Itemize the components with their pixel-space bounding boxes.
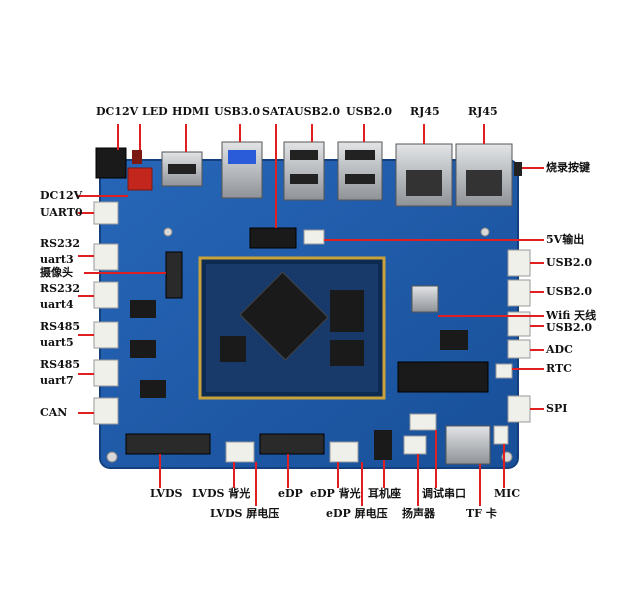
label-dc12v-led: DC12V LED <box>96 105 168 118</box>
burn-button <box>514 162 522 176</box>
label-wifi: Wifi 天线 <box>546 309 597 322</box>
left-ic <box>130 300 156 318</box>
label-uart7: uart7 <box>40 374 74 387</box>
mount-hole <box>163 227 173 237</box>
rs485-uart7-connector <box>93 359 119 387</box>
callout-arrows <box>78 124 544 506</box>
label-usb20-3: USB2.0 <box>546 321 592 334</box>
label-usb30: USB3.0 <box>214 105 260 118</box>
label-speaker: 扬声器 <box>402 507 435 520</box>
label-lvds-backlight: LVDS 背光 <box>192 487 251 500</box>
5v-output-connector <box>303 229 325 245</box>
speaker-connector <box>403 435 427 455</box>
label-uart0: UART0 <box>40 206 83 219</box>
label-rj45-a: RJ45 <box>410 105 440 118</box>
rs232-uart4-connector <box>93 281 119 309</box>
mic-connector <box>493 425 509 445</box>
pmic-chip <box>220 336 246 362</box>
label-debug-uart: 调试串口 <box>422 487 466 500</box>
label-rtc: RTC <box>546 362 572 375</box>
label-uart3: uart3 <box>40 253 74 266</box>
camera-connector <box>165 251 183 299</box>
usb20-port-b-slot <box>345 174 375 184</box>
label-lvds: LVDS <box>150 487 183 500</box>
label-adc: ADC <box>546 343 573 356</box>
usb20-port-b-slot <box>345 150 375 160</box>
can-connector <box>93 397 119 425</box>
label-uart5: uart5 <box>40 336 74 349</box>
rj45-port-a-opening <box>406 170 442 196</box>
label-hdmi: HDMI <box>172 105 210 118</box>
hdmi-port-slot <box>168 164 196 174</box>
label-usb20-1: USB2.0 <box>546 256 592 269</box>
label-lvds-voltage: LVDS 屏电压 <box>210 507 280 520</box>
dc12v-led <box>132 150 142 164</box>
emmc-chip <box>330 340 364 366</box>
lvds-backlight-connector <box>225 441 255 463</box>
label-camera: 摄像头 <box>40 266 73 279</box>
label-usb20-b: USB2.0 <box>346 105 392 118</box>
label-usb20-2: USB2.0 <box>546 285 592 298</box>
label-edp-backlight: eDP 背光 <box>310 487 361 500</box>
label-rj45-b: RJ45 <box>468 105 498 118</box>
usb20-connector-2 <box>507 279 531 307</box>
left-ic <box>140 380 166 398</box>
label-tf: TF 卡 <box>466 507 497 520</box>
dc12v-terminal <box>127 167 153 191</box>
edp-backlight-connector <box>329 441 359 463</box>
soc-chip <box>239 271 329 361</box>
label-spi: SPI <box>546 402 568 415</box>
earphone-jack <box>374 430 392 460</box>
mount-hole <box>106 451 118 463</box>
spi-connector <box>507 395 531 423</box>
label-uart4: uart4 <box>40 298 74 311</box>
mount-hole <box>480 227 490 237</box>
usb20-port-a-slot <box>290 174 318 184</box>
debug-uart-connector <box>409 413 437 431</box>
sata-connector <box>249 227 297 249</box>
dc12v-jack <box>95 147 127 179</box>
label-rs232-b: RS232 <box>40 282 81 295</box>
label-usb20-a: USB2.0 <box>294 105 340 118</box>
usb20-connector-3 <box>507 311 531 337</box>
label-burn-key: 烧录按键 <box>546 161 590 174</box>
label-mic: MIC <box>494 487 521 500</box>
label-dc12v: DC12V <box>40 189 83 202</box>
wifi-module <box>411 285 439 313</box>
rtc-battery <box>495 363 513 379</box>
usb20-port-a-slot <box>290 150 318 160</box>
rs232-uart3-connector <box>93 243 119 271</box>
label-rs485-b: RS485 <box>40 358 81 371</box>
label-5v-out: 5V输出 <box>546 233 585 246</box>
m2-slot <box>397 361 489 393</box>
label-edp: eDP <box>278 487 303 500</box>
label-sata: SATA <box>262 105 294 118</box>
edp-header <box>259 433 325 455</box>
label-earphone: 耳机座 <box>368 487 401 500</box>
lvds-header <box>125 433 211 455</box>
label-can: CAN <box>40 406 68 419</box>
label-rs485-a: RS485 <box>40 320 81 333</box>
tf-card-slot <box>445 425 491 465</box>
right-ic <box>440 330 468 350</box>
left-ic <box>130 340 156 358</box>
adc-connector <box>507 339 531 359</box>
usb30-port-tongue <box>228 150 256 164</box>
label-edp-voltage: eDP 屏电压 <box>326 507 388 520</box>
label-rs232-a: RS232 <box>40 237 81 250</box>
memory-chip <box>330 290 364 332</box>
usb20-connector-1 <box>507 249 531 277</box>
rj45-port-b-opening <box>466 170 502 196</box>
rs485-uart5-connector <box>93 321 119 349</box>
uart0-connector <box>93 201 119 225</box>
